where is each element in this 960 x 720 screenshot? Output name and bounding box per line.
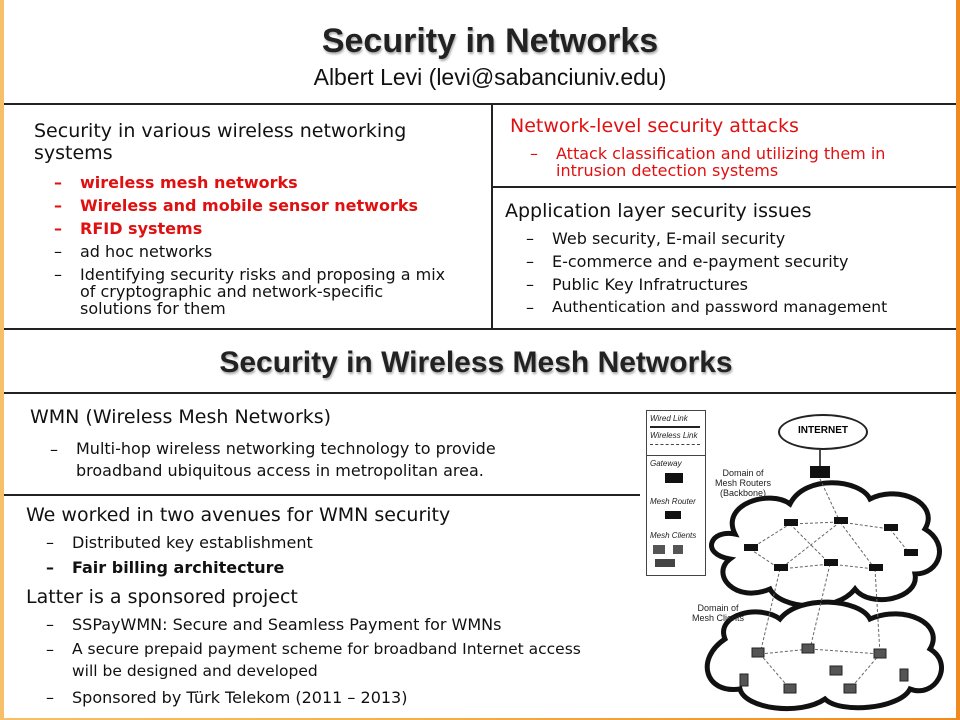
list-item-text: E-commerce and e-payment security	[552, 252, 849, 271]
wired-link-line	[650, 426, 700, 428]
heading-line: systems	[34, 142, 113, 164]
backbone-label: Domain of Mesh Routers (Backbone)	[715, 468, 771, 498]
clients-label: Domain of Mesh Clients	[692, 603, 744, 623]
dash: –	[526, 229, 534, 248]
legend-label: Wireless Link	[650, 431, 698, 440]
page-title: Security in Networks	[321, 22, 659, 60]
dash: –	[54, 242, 62, 261]
legend-label: Mesh Router	[650, 497, 696, 506]
divider	[4, 328, 956, 330]
legend-label: Gateway	[650, 459, 682, 468]
label-line: Mesh Routers	[715, 478, 772, 488]
dash: –	[46, 558, 54, 577]
dash: –	[526, 298, 534, 317]
gateway-icon	[665, 473, 683, 483]
wireless-link-line	[650, 444, 700, 445]
divider	[4, 494, 640, 496]
avenues-heading: We worked in two avenues for WMN securit…	[26, 504, 451, 526]
heading-line: Security in various wireless networking	[34, 120, 407, 142]
text-line: Attack classification and utilizing them…	[556, 144, 886, 163]
legend-label: Wired Link	[650, 414, 688, 423]
label-line: Domain of	[697, 603, 739, 613]
project-heading: Latter is a sponsored project	[26, 586, 298, 608]
list-item-text: Fair billing architecture	[72, 558, 285, 577]
list-item-text: SSPayWMN: Secure and Seamless Payment fo…	[72, 615, 502, 634]
list-item-text: wireless mesh networks	[80, 173, 298, 192]
dash: –	[54, 219, 62, 238]
text-line: Multi-hop wireless networking technology…	[76, 439, 496, 458]
dash: –	[526, 252, 534, 271]
list-item-text: RFID systems	[80, 219, 203, 238]
network-attacks-heading: Network-level security attacks	[510, 115, 799, 137]
text-line: solutions for them	[80, 299, 226, 318]
dash: –	[54, 265, 62, 284]
laptop-icon	[653, 545, 665, 554]
dash: –	[46, 533, 54, 552]
text-line: Identifying security risks and proposing…	[80, 265, 446, 284]
label-line: (Backbone)	[720, 488, 767, 498]
dash: –	[54, 196, 62, 215]
dash: –	[530, 144, 538, 163]
text-line: intrusion detection systems	[556, 161, 779, 180]
legend-label: Mesh Clients	[650, 531, 697, 540]
list-item-text: A secure prepaid payment scheme for broa…	[72, 638, 581, 682]
dash: –	[46, 640, 54, 659]
mesh-router-icon	[665, 511, 681, 519]
section-title: Security in Wireless Mesh Networks	[219, 346, 733, 379]
list-item-text: Attack classification and utilizing them…	[556, 145, 885, 179]
monitor-icon	[673, 545, 683, 554]
diagram-legend: Wired Link Wireless Link Gateway Mesh Ro…	[646, 410, 706, 576]
list-item-text: Distributed key establishment	[72, 533, 313, 552]
dash: –	[526, 275, 534, 294]
mesh-diagram-graphic	[704, 450, 944, 712]
text-line: will be designed and developed	[72, 662, 318, 680]
dash: –	[54, 173, 62, 192]
app-layer-heading: Application layer security issues	[505, 200, 812, 222]
legend-divider	[647, 455, 705, 456]
wmn-heading: WMN (Wireless Mesh Networks)	[30, 406, 332, 428]
divider	[491, 104, 493, 330]
text-line: A secure prepaid payment scheme for broa…	[72, 640, 581, 658]
dash: –	[46, 688, 54, 707]
list-item-text: ad hoc networks	[80, 242, 213, 261]
list-item-text: Public Key Infratructures	[552, 275, 749, 294]
label-line: Domain of	[722, 468, 764, 478]
text-line: broadband ubiquitous access in metropoli…	[76, 461, 484, 480]
list-item-text: Wireless and mobile sensor networks	[80, 196, 419, 215]
text-line: of cryptographic and network-specific	[80, 282, 384, 301]
divider	[492, 186, 956, 188]
divider	[4, 103, 956, 105]
author-line: Albert Levi (levi@sabanciuniv.edu)	[313, 64, 667, 90]
dash: –	[46, 615, 54, 634]
dash: –	[50, 440, 58, 459]
internet-cloud: INTERNET	[778, 414, 868, 450]
list-item-text: Sponsored by Türk Telekom (2011 – 2013)	[72, 688, 408, 707]
list-item-text: Multi-hop wireless networking technology…	[76, 438, 496, 482]
divider	[4, 392, 956, 394]
wireless-systems-heading: Security in various wireless networking …	[34, 120, 406, 164]
list-item-text: Web security, E-mail security	[552, 229, 786, 248]
label-line: Mesh Clients	[692, 613, 745, 623]
list-item-text: Identifying security risks and proposing…	[80, 266, 445, 317]
list-item-text: Authentication and password management	[552, 298, 888, 316]
device-icon	[655, 559, 675, 567]
